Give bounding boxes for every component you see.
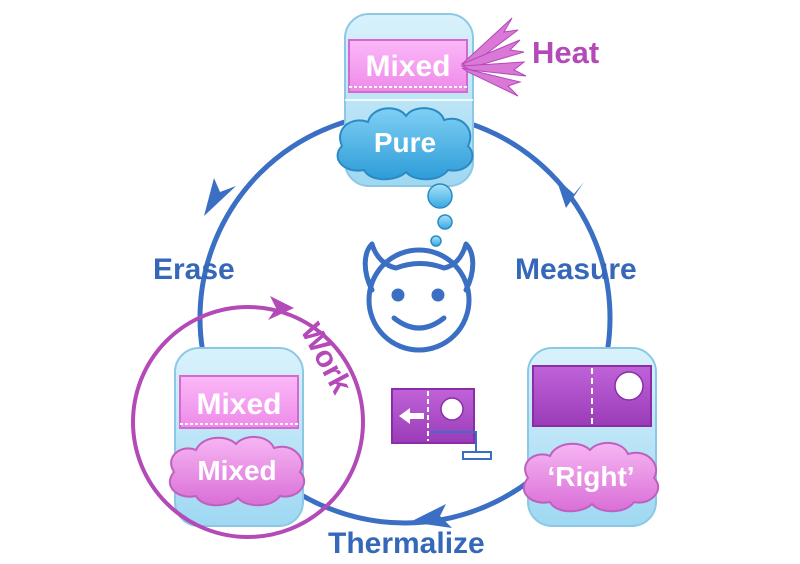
step-label-erase: Erase	[153, 253, 235, 286]
step-label-measure: Measure	[515, 253, 637, 286]
right-device: ‘Right’	[522, 347, 660, 527]
right-memory-label: ‘Right’	[547, 461, 634, 492]
right-memory-cloud	[522, 442, 660, 513]
cycle-arrow-measure	[556, 178, 584, 208]
left-device: Mixed Mixed	[168, 347, 306, 527]
top-device: Mixed Pure	[336, 13, 474, 187]
top-memory-label: Pure	[374, 127, 436, 158]
top-memory-cloud	[336, 107, 474, 181]
heat-rays-icon	[460, 17, 527, 97]
demon-face-icon	[362, 241, 476, 353]
piston-box-icon	[391, 388, 492, 460]
cycle-arrow-erase	[204, 178, 236, 216]
left-system-label: Mixed	[196, 388, 281, 421]
top-system-label: Mixed	[365, 50, 450, 83]
right-particle	[614, 371, 644, 401]
work-arrowhead	[268, 296, 294, 320]
heat-label: Heat	[532, 35, 599, 70]
step-label-thermalize: Thermalize	[328, 527, 485, 560]
cycle-arrow-thermalize	[410, 504, 452, 528]
thought-bubble-icon	[427, 183, 453, 247]
left-system-box	[179, 375, 299, 429]
left-memory-cloud	[168, 436, 306, 507]
left-memory-label: Mixed	[197, 455, 276, 486]
work-ring	[131, 305, 365, 539]
